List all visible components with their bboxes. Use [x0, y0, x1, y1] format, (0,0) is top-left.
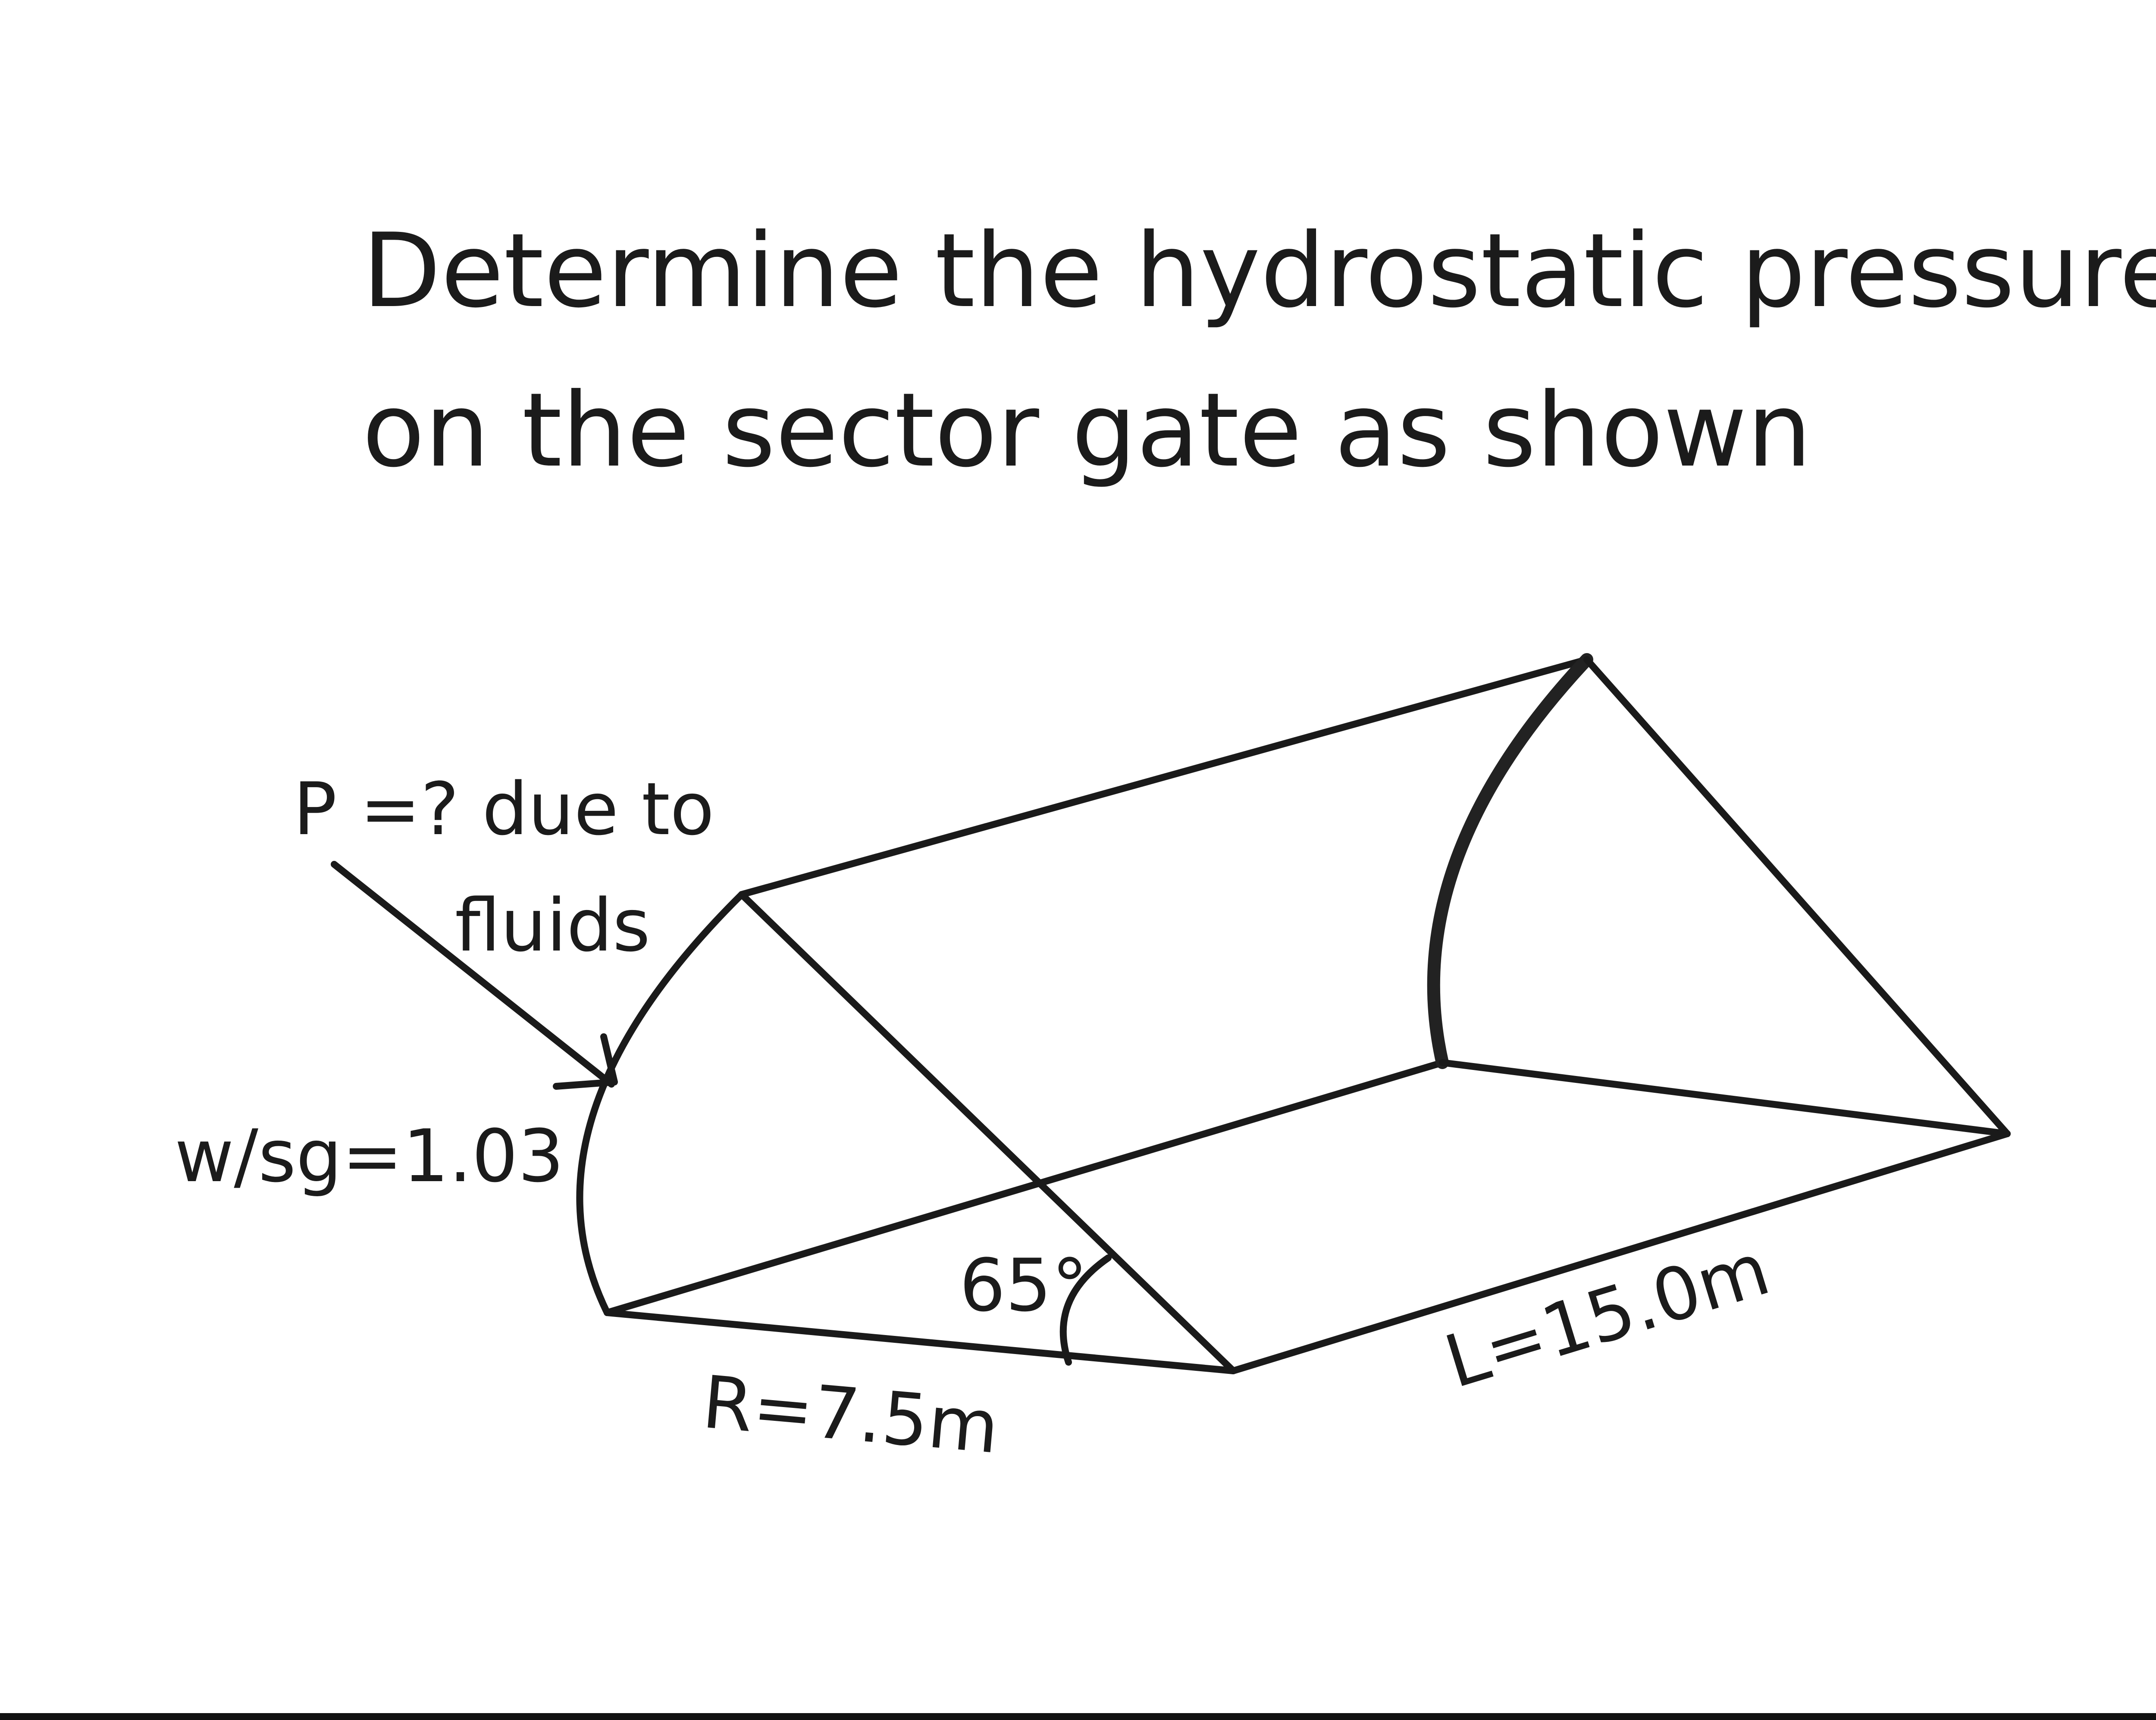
front-radius-edge	[604, 1309, 1237, 1374]
radius-label: R=7.5m	[699, 1360, 1003, 1470]
sector-gate-drawing	[331, 653, 2011, 1374]
top-longitudinal-edge	[738, 656, 1590, 898]
problem-statement-line-2: on the sector gate as shown	[362, 371, 1812, 490]
fluid-specific-gravity-label: w/sg=1.03	[175, 1114, 564, 1198]
pressure-arrow-shaft	[331, 861, 615, 1088]
bottom-longitudinal-edge	[1230, 1130, 2011, 1374]
pressure-arrow	[331, 861, 618, 1090]
back-arc	[1427, 653, 1593, 1069]
angle-arc	[1059, 1254, 1112, 1366]
pressure-label-line-2: fluids	[455, 883, 650, 968]
pressure-label-line-1: P =? due to	[293, 767, 714, 851]
pressure-arrow-head	[553, 1033, 618, 1090]
back-radius-edge	[1439, 1059, 2011, 1137]
middle-longitudinal-edge	[604, 1059, 1446, 1316]
back-sloped-edge	[1583, 656, 2011, 1137]
front-sloped-edge	[738, 891, 1237, 1374]
problem-statement-line-1: Determine the hydrostatic pressure	[362, 211, 2156, 330]
angle-label: 65°	[959, 1243, 1088, 1328]
front-arc	[576, 891, 745, 1316]
